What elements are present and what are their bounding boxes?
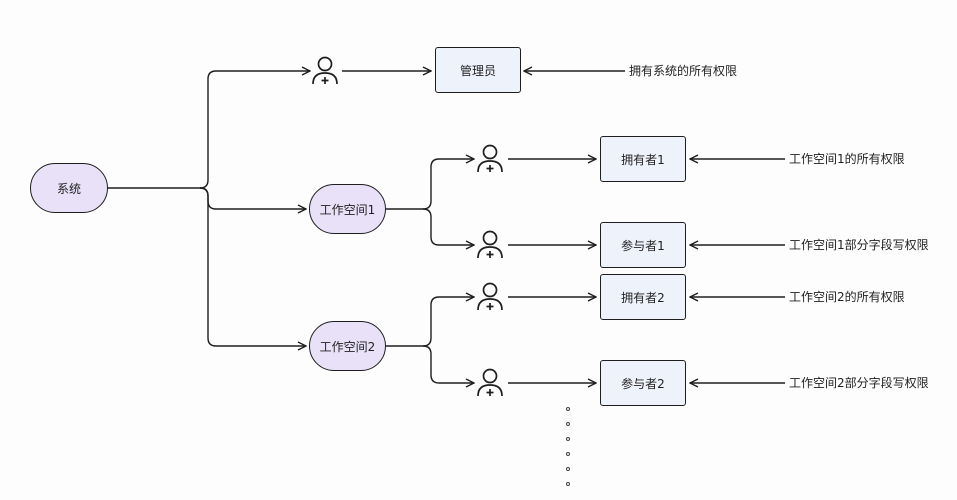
ellipsis-dot <box>566 422 570 426</box>
ellipsis-dot <box>566 407 570 411</box>
user-add-icon <box>477 368 503 397</box>
user-add-icon <box>477 144 503 173</box>
node-owner-1-label: 拥有者1 <box>621 152 665 167</box>
node-admin-label: 管理员 <box>459 63 496 78</box>
connector-ws1-owner <box>422 159 474 210</box>
connector-root-admin <box>199 71 310 189</box>
node-member-1[interactable]: 参与者1 <box>600 222 686 268</box>
node-owner-2[interactable]: 拥有者2 <box>600 274 686 320</box>
user-add-icon <box>477 230 503 259</box>
node-member-1-label: 参与者1 <box>621 238 665 253</box>
node-system-label: 系统 <box>56 181 81 196</box>
ellipsis-dot <box>566 452 570 456</box>
connector-root-ws2 <box>199 187 306 346</box>
user-add-icon <box>477 282 503 311</box>
note-owner-2: 工作空间2的所有权限 <box>789 290 905 304</box>
connector-ws2-member <box>422 345 474 383</box>
note-member-1: 工作空间1部分字段写权限 <box>789 238 929 252</box>
note-member-2: 工作空间2部分字段写权限 <box>789 376 929 390</box>
node-owner-2-label: 拥有者2 <box>621 290 665 305</box>
node-workspace-1-label: 工作空间1 <box>319 202 376 217</box>
note-admin: 拥有系统的所有权限 <box>629 64 738 78</box>
connector-ws2-owner <box>422 297 474 347</box>
ellipsis-dot <box>566 437 570 441</box>
connector-root-ws1 <box>199 187 306 209</box>
node-admin[interactable]: 管理员 <box>435 47 521 93</box>
node-owner-1[interactable]: 拥有者1 <box>600 136 686 182</box>
ellipsis-dot <box>566 482 570 486</box>
node-workspace-1[interactable]: 工作空间1 <box>309 184 386 234</box>
ellipsis-dot <box>566 467 570 471</box>
connector-ws1-member <box>422 208 474 245</box>
node-member-2[interactable]: 参与者2 <box>600 360 686 406</box>
user-add-icon <box>312 56 338 85</box>
node-workspace-2[interactable]: 工作空间2 <box>309 321 386 371</box>
node-system[interactable]: 系统 <box>30 163 108 213</box>
note-owner-1: 工作空间1的所有权限 <box>789 152 905 166</box>
node-member-2-label: 参与者2 <box>621 376 665 391</box>
node-workspace-2-label: 工作空间2 <box>319 339 376 354</box>
